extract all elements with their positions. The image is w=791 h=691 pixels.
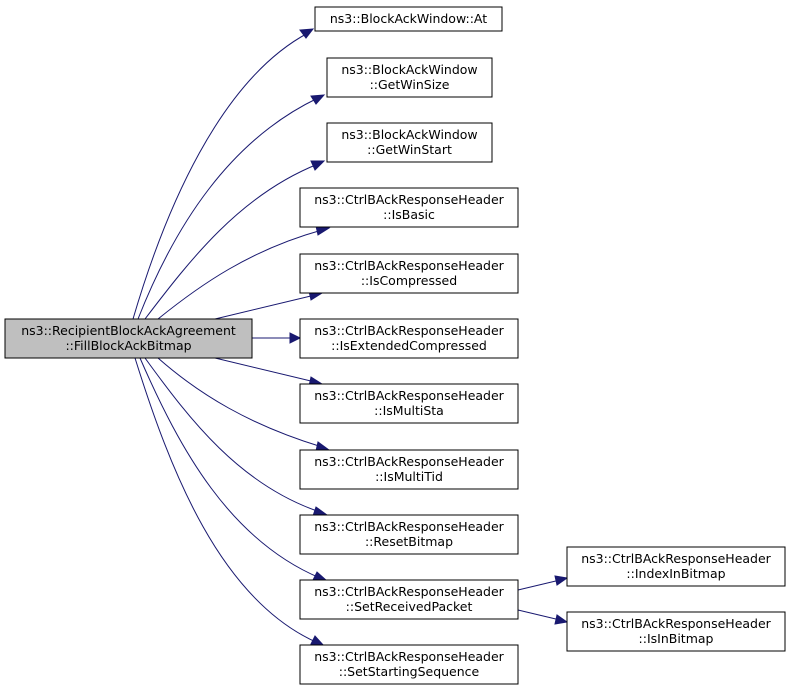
node-label-line: ns3::RecipientBlockAckAgreement xyxy=(21,323,236,338)
edge-line xyxy=(214,357,316,383)
node-indexinbitmap[interactable]: ns3::CtrlBAckResponseHeader::IndexInBitm… xyxy=(566,546,786,587)
edge-setreceived-to-indexinbitmap xyxy=(517,575,569,591)
node-setreceived[interactable]: ns3::CtrlBAckResponseHeader::SetReceived… xyxy=(299,579,519,620)
node-label-line: ns3::CtrlBAckResponseHeader xyxy=(314,388,504,403)
edge-line xyxy=(517,609,561,621)
edges-layer xyxy=(132,28,569,647)
node-isbasic[interactable]: ns3::CtrlBAckResponseHeader::IsBasic xyxy=(299,187,519,228)
node-label-line: ns3::CtrlBAckResponseHeader xyxy=(314,649,504,664)
edge-root-to-iscompressed xyxy=(214,290,324,320)
node-getwinstart[interactable]: ns3::BlockAckWindow::GetWinStart xyxy=(326,122,493,163)
node-label-line: ::IndexInBitmap xyxy=(626,566,725,581)
node-label-line: ns3::CtrlBAckResponseHeader xyxy=(314,454,504,469)
node-label-line: ::IsCompressed xyxy=(361,273,457,288)
node-ismultista[interactable]: ns3::CtrlBAckResponseHeader::IsMultiSta xyxy=(299,383,519,424)
edge-line xyxy=(144,163,319,320)
node-box[interactable] xyxy=(299,187,519,228)
edge-root-to-setreceived xyxy=(139,357,329,582)
edge-line xyxy=(144,357,321,513)
node-label-line: ns3::CtrlBAckResponseHeader xyxy=(314,192,504,207)
node-box[interactable] xyxy=(566,546,786,587)
node-box[interactable] xyxy=(299,579,519,620)
node-label-line: ns3::CtrlBAckResponseHeader xyxy=(314,323,504,338)
edge-arrowhead xyxy=(310,94,326,105)
edge-arrowhead xyxy=(299,28,315,39)
edge-root-to-isextcompressed xyxy=(252,332,302,344)
node-label-line: ns3::CtrlBAckResponseHeader xyxy=(314,519,504,534)
node-root[interactable]: ns3::RecipientBlockAckAgreement::FillBlo… xyxy=(4,318,253,359)
edge-line xyxy=(517,579,561,591)
node-label-line: ::IsBasic xyxy=(383,207,435,222)
node-label-line: ::SetReceivedPacket xyxy=(346,599,473,614)
node-setstarting[interactable]: ns3::CtrlBAckResponseHeader::SetStarting… xyxy=(299,644,519,685)
node-box[interactable] xyxy=(299,644,519,685)
node-label-line: ns3::BlockAckWindow::At xyxy=(330,11,487,26)
node-label-line: ns3::BlockAckWindow xyxy=(341,62,477,77)
node-box[interactable] xyxy=(299,449,519,490)
edge-root-to-ismultista xyxy=(214,357,324,387)
edge-line xyxy=(134,357,319,644)
edge-line xyxy=(214,294,316,320)
nodes-layer: ns3::RecipientBlockAckAgreement::FillBlo… xyxy=(4,6,786,685)
node-label-line: ::GetWinSize xyxy=(370,77,450,92)
node-label-line: ns3::CtrlBAckResponseHeader xyxy=(314,258,504,273)
node-ismultitid[interactable]: ns3::CtrlBAckResponseHeader::IsMultiTid xyxy=(299,449,519,490)
node-box[interactable] xyxy=(299,253,519,294)
edge-line xyxy=(132,32,309,320)
node-box[interactable] xyxy=(314,6,503,32)
edge-root-to-getwinsize xyxy=(137,94,326,320)
node-label-line: ns3::BlockAckWindow xyxy=(341,127,477,142)
edge-line xyxy=(139,357,321,579)
node-getwinsize[interactable]: ns3::BlockAckWindow::GetWinSize xyxy=(326,57,493,98)
edge-arrowhead xyxy=(554,575,569,586)
node-box[interactable] xyxy=(326,122,493,163)
node-box[interactable] xyxy=(299,383,519,424)
node-label-line: ::ResetBitmap xyxy=(365,534,453,549)
edge-root-to-at xyxy=(132,28,315,320)
node-iscompressed[interactable]: ns3::CtrlBAckResponseHeader::IsCompresse… xyxy=(299,253,519,294)
edge-arrowhead xyxy=(310,160,326,171)
edge-line xyxy=(157,229,323,320)
node-label-line: ::IsMultiSta xyxy=(374,403,444,418)
node-label-line: ::SetStartingSequence xyxy=(339,664,480,679)
edge-arrowhead xyxy=(289,332,302,344)
edge-line xyxy=(137,97,319,320)
node-label-line: ::IsInBitmap xyxy=(639,631,714,646)
node-box[interactable] xyxy=(4,318,253,359)
node-resetbitmap[interactable]: ns3::CtrlBAckResponseHeader::ResetBitmap xyxy=(299,514,519,555)
edge-root-to-ismultitid xyxy=(157,357,331,452)
edge-setreceived-to-isinbitmap xyxy=(517,609,569,625)
node-label-line: ns3::CtrlBAckResponseHeader xyxy=(314,584,504,599)
node-label-line: ::IsMultiTid xyxy=(375,469,443,484)
node-label-line: ns3::CtrlBAckResponseHeader xyxy=(581,616,771,631)
node-at[interactable]: ns3::BlockAckWindow::At xyxy=(314,6,503,32)
node-label-line: ::IsExtendedCompressed xyxy=(331,338,487,353)
node-label-line: ::FillBlockAckBitmap xyxy=(65,338,191,353)
node-box[interactable] xyxy=(326,57,493,98)
node-box[interactable] xyxy=(299,318,519,359)
node-isextcompressed[interactable]: ns3::CtrlBAckResponseHeader::IsExtendedC… xyxy=(299,318,519,359)
node-box[interactable] xyxy=(299,514,519,555)
edge-root-to-getwinstart xyxy=(144,160,326,320)
node-label-line: ::GetWinStart xyxy=(367,142,452,157)
edge-root-to-resetbitmap xyxy=(144,357,329,517)
edge-line xyxy=(157,357,323,448)
node-isinbitmap[interactable]: ns3::CtrlBAckResponseHeader::IsInBitmap xyxy=(566,611,786,652)
node-label-line: ns3::CtrlBAckResponseHeader xyxy=(581,551,771,566)
edge-arrowhead xyxy=(554,614,569,625)
node-box[interactable] xyxy=(566,611,786,652)
